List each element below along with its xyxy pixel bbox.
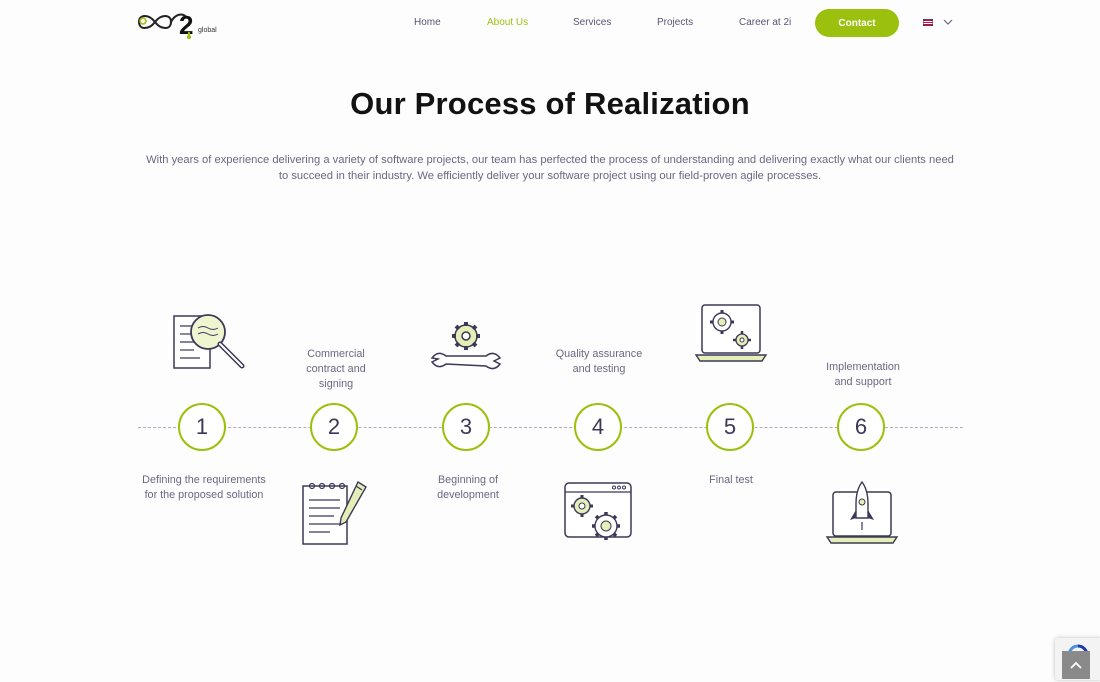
step-label-1: Defining the requirements for the propos…	[142, 474, 266, 501]
nav-career[interactable]: Career at 2i	[739, 17, 792, 28]
step-circle-3: 3	[442, 403, 490, 451]
step-circle-5: 5	[706, 403, 754, 451]
page-title: Our Process of Realization	[350, 86, 750, 121]
step-circle-1: 1	[178, 403, 226, 451]
nav-projects[interactable]: Projects	[657, 17, 694, 28]
contact-button[interactable]: Contact	[815, 9, 899, 37]
step-label-6: Implementation and support	[826, 361, 900, 388]
chevron-down-icon	[943, 19, 953, 25]
gear-wrench-icon	[430, 322, 502, 370]
site-header: 2 global Home About Us Services Projects…	[0, 0, 1100, 46]
scroll-to-top-button[interactable]	[1062, 651, 1090, 679]
nav-home[interactable]: Home	[414, 17, 441, 28]
nav-about-us[interactable]: About Us	[487, 17, 529, 28]
logo-suffix: global	[198, 27, 217, 34]
step-label-2: Commercial contract and signing	[306, 348, 366, 390]
intro-paragraph: With years of experience delivering a va…	[146, 154, 954, 182]
step-label-3: Beginning of development	[437, 474, 499, 501]
chevron-up-icon	[1070, 661, 1082, 669]
laptop-gears-icon	[694, 304, 768, 362]
nav-services[interactable]: Services	[573, 17, 612, 28]
notepad-pen-icon	[302, 480, 367, 545]
uk-flag-icon	[923, 19, 933, 26]
svg-text:2: 2	[179, 10, 193, 40]
brand-logo[interactable]: 2	[135, 4, 221, 44]
step-circle-2: 2	[310, 403, 358, 451]
browser-gears-icon	[564, 482, 632, 540]
document-magnifier-icon	[173, 314, 245, 369]
step-circle-4: 4	[574, 403, 622, 451]
step-circle-6: 6	[837, 403, 885, 451]
language-selector[interactable]	[922, 17, 958, 29]
step-label-4: Quality assurance and testing	[555, 348, 643, 375]
process-timeline-line	[138, 427, 963, 428]
step-label-5: Final test	[709, 474, 753, 486]
laptop-rocket-icon	[825, 480, 899, 544]
